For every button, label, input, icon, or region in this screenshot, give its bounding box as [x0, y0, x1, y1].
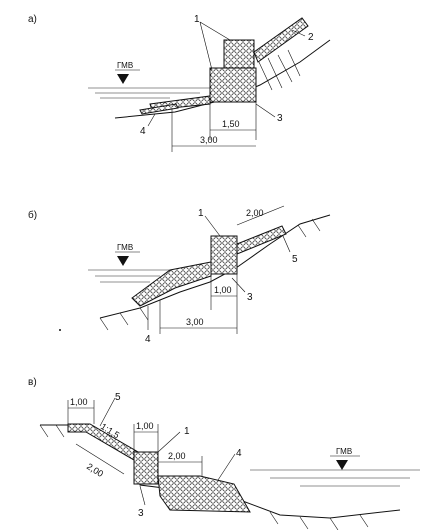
panel-b-dim-3: 3,00 — [186, 317, 204, 327]
panel-b-ground-hatch — [99, 218, 321, 331]
panel-a-slope-mattress — [253, 17, 309, 63]
panel-a-leader-3 — [255, 103, 276, 118]
panel-b-apron — [131, 261, 212, 307]
panel-b-label: б) — [28, 209, 37, 221]
panel-a-callout-2: 2 — [308, 32, 314, 43]
panel-v-callout-4: 4 — [236, 448, 242, 459]
panel-v-dim-2: 1,00 — [136, 421, 154, 431]
panel-v-leader-1 — [157, 431, 181, 453]
panel-v-gmv-label: ГМВ — [336, 447, 352, 456]
panel-a-dim-2: 3,00 — [200, 135, 218, 145]
panel-b-leader-1 — [204, 215, 221, 237]
panel-b-dim-2: 1,00 — [214, 285, 232, 295]
panel-a-callout-3: 3 — [277, 113, 283, 124]
panel-b-slope-mattress — [236, 225, 287, 255]
panel-a: а) ГМВ 1 2 3 4 1,50 3,00 — [28, 14, 331, 152]
panel-b-leader-5 — [282, 235, 291, 253]
panel-v: в) ГМВ 5 1 3 4 1,00 1,00 2,00 — [28, 377, 420, 530]
panel-v-callout-3: 3 — [138, 508, 144, 519]
panel-b-gmv-arrow-icon — [117, 256, 129, 266]
panel-a-callout-4: 4 — [140, 126, 146, 137]
panel-a-toe — [139, 103, 179, 115]
panel-v-callout-5: 5 — [115, 392, 121, 403]
panel-b-callout-4: 4 — [145, 334, 151, 345]
panel-b-callout-5: 5 — [292, 254, 298, 265]
panel-a-leader-4 — [147, 113, 156, 127]
panel-a-ground-hatch — [257, 49, 301, 91]
panel-a-leader-2 — [291, 29, 306, 37]
panel-v-label: в) — [28, 377, 37, 388]
panel-a-gmv-label: ГМВ — [117, 61, 133, 70]
panel-b-leader-3 — [231, 277, 246, 293]
panel-v-gmv-arrow-icon — [336, 460, 348, 470]
panel-v-leader-3 — [139, 485, 146, 506]
panel-v-dim-line-3 — [75, 443, 125, 475]
panel-v-dim-4: 2,00 — [168, 451, 186, 461]
panel-b-callout-3: 3 — [247, 292, 253, 303]
panel-a-gabion-lower — [209, 67, 257, 103]
panel-b-dot — [59, 329, 61, 331]
panel-a-leader-1 — [199, 21, 231, 71]
panel-a-dim-1: 1,50 — [222, 119, 240, 129]
panel-b-gabion-box — [210, 235, 238, 275]
panel-a-gabion-upper — [223, 39, 255, 69]
panel-v-leader-5 — [99, 397, 116, 427]
panel-v-dim-1: 1,00 — [70, 397, 88, 407]
panel-a-label: а) — [28, 14, 37, 25]
panel-a-gmv-arrow-icon — [117, 74, 129, 84]
panel-v-gabion-box — [133, 451, 159, 485]
panel-b: б) ГМВ 1 3 4 5 2,00 1,00 3,00 — [28, 205, 331, 345]
panel-b-dim-1: 2,00 — [246, 208, 264, 218]
panel-v-leader-4 — [217, 453, 236, 481]
panel-b-ground — [99, 214, 331, 319]
panel-v-apron — [157, 475, 251, 513]
panel-b-callout-1: 1 — [198, 208, 204, 219]
panel-v-dim-3: 2,00 — [85, 461, 105, 479]
panel-b-dim-line-1 — [236, 205, 285, 226]
panel-b-gmv-label: ГМВ — [117, 243, 133, 252]
panel-v-callout-1: 1 — [184, 426, 190, 437]
panel-a-callout-1: 1 — [194, 14, 200, 25]
